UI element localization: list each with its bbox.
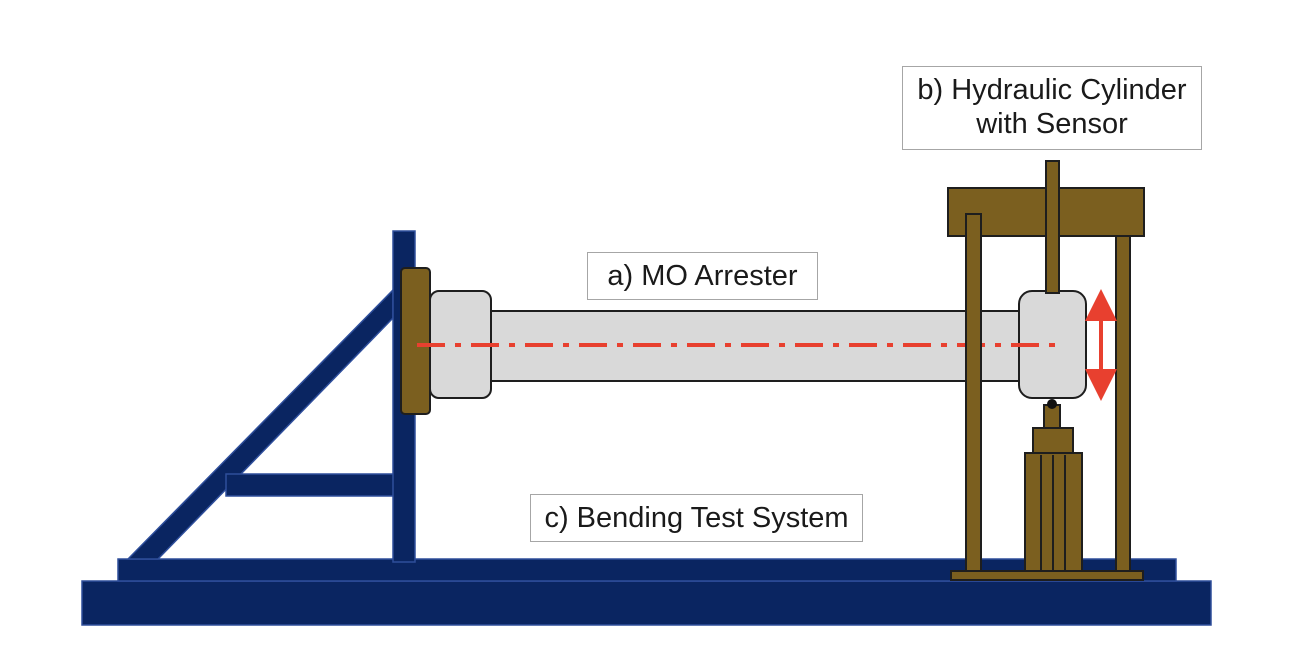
frame-horizontal-brace <box>225 473 395 497</box>
load-frame-bottom-plate <box>950 570 1144 581</box>
load-contact-point <box>1047 399 1057 409</box>
load-frame-column-right <box>1115 235 1131 577</box>
load-frame-column-left <box>965 213 982 577</box>
cylinder-upper-body <box>1032 427 1074 457</box>
frame-diagonal-brace <box>126 288 394 560</box>
frame-base-plate <box>81 580 1212 626</box>
label-hydraulic-cylinder: b) Hydraulic Cylinder with Sensor <box>902 66 1202 150</box>
load-frame-rod-center <box>1045 160 1060 294</box>
label-mo-arrester: a) MO Arrester <box>587 252 818 300</box>
load-frame <box>947 160 1145 581</box>
frame-rail <box>117 558 1177 582</box>
hydraulic-cylinder <box>1024 404 1083 572</box>
label-bending-test-system-text: c) Bending Test System <box>544 502 849 534</box>
label-bending-test-system: c) Bending Test System <box>530 494 863 542</box>
label-mo-arrester-text: a) MO Arrester <box>607 260 798 292</box>
label-hydraulic-cylinder-line2: with Sensor <box>976 108 1128 140</box>
label-hydraulic-cylinder-line1: b) Hydraulic Cylinder <box>917 74 1187 106</box>
arrester-flange <box>400 267 431 415</box>
